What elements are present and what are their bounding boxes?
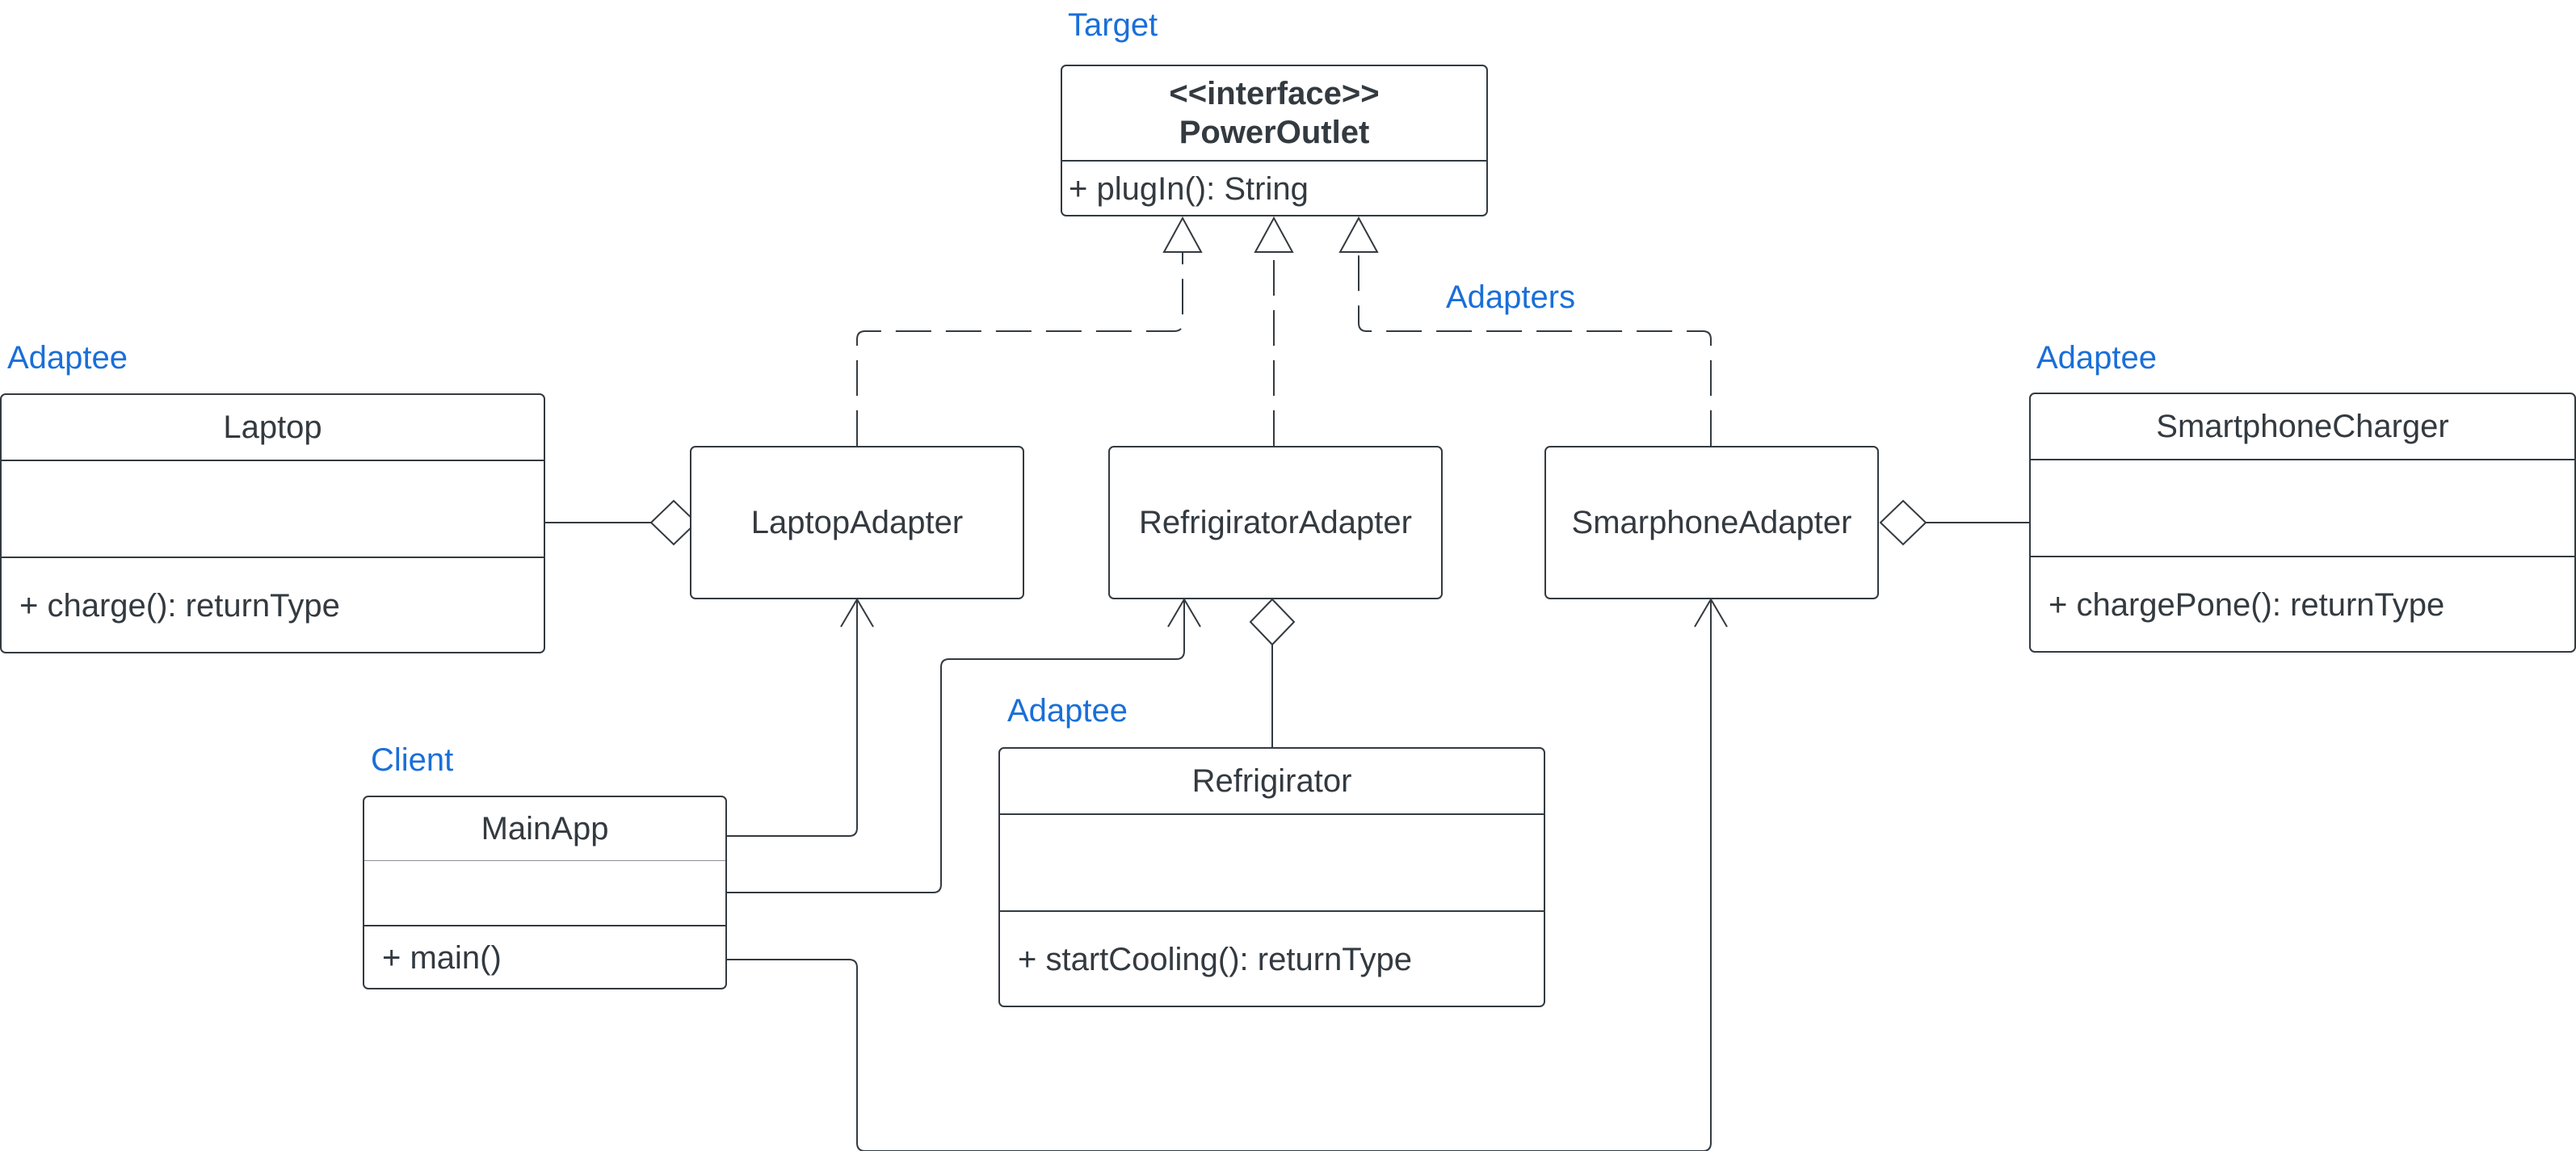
label-target: Target (1068, 7, 1158, 43)
label-adaptee-bottom: Adaptee (1007, 693, 1128, 729)
realization-arrowhead (1338, 216, 1379, 253)
association-arrowhead (1694, 598, 1728, 628)
class-header: <<interface>> PowerOutlet (1062, 66, 1486, 160)
class-header: SmartphoneCharger (2031, 394, 2574, 459)
method-startcooling: + startCooling(): returnType (1018, 941, 1412, 977)
class-attributes (2, 460, 544, 557)
class-laptopadapter[interactable]: LaptopAdapter (690, 446, 1024, 599)
class-poweroutlet[interactable]: <<interface>> PowerOutlet + plugIn(): St… (1061, 65, 1488, 216)
class-name: SmartphoneCharger (2156, 409, 2449, 444)
realization-smarphoneadapter (1358, 252, 1712, 446)
association-arrowhead (1167, 598, 1201, 628)
class-attributes (364, 860, 725, 925)
class-methods: + plugIn(): String (1062, 160, 1486, 216)
class-name: LaptopAdapter (750, 504, 964, 540)
realization-arrowhead (1162, 216, 1203, 253)
label-client: Client (371, 742, 454, 778)
class-mainapp[interactable]: MainApp + main() (363, 796, 727, 989)
association-mainapp-refrigiratoradapter (727, 599, 1185, 893)
class-smartphonecharger[interactable]: SmartphoneCharger + chargePone(): return… (2029, 393, 2576, 653)
class-methods: + chargePone(): returnType (2031, 556, 2574, 653)
class-refrigiratoradapter[interactable]: RefrigiratorAdapter (1108, 446, 1443, 599)
class-name: RefrigiratorAdapter (1139, 504, 1412, 540)
class-attributes (2031, 459, 2574, 556)
stereotype-text: <<interface>> (1169, 76, 1380, 111)
label-adaptee-left: Adaptee (7, 340, 128, 376)
class-name: MainApp (481, 811, 609, 846)
realization-lines (856, 252, 1712, 446)
class-header: Refrigirator (1000, 749, 1544, 813)
association-mainapp-smarphoneadapter (727, 599, 1712, 1151)
class-refrigirator[interactable]: Refrigirator + startCooling(): returnTyp… (998, 747, 1545, 1007)
class-name: SmarphoneAdapter (1571, 504, 1852, 540)
aggregation-diamond (1249, 598, 1296, 646)
association-arrowhead (840, 598, 874, 628)
method-charge: + charge(): returnType (19, 587, 340, 624)
class-attributes (1000, 813, 1544, 910)
association-mainapp-laptopadapter (727, 599, 858, 837)
class-header: MainApp (364, 797, 725, 860)
class-methods: + startCooling(): returnType (1000, 910, 1544, 1007)
class-smarphoneadapter[interactable]: SmarphoneAdapter (1544, 446, 1879, 599)
aggregation-diamond (1879, 499, 1927, 546)
class-header: Laptop (2, 395, 544, 460)
class-laptop[interactable]: Laptop + charge(): returnType (0, 393, 545, 653)
method-plugin: + plugIn(): String (1069, 170, 1309, 207)
class-name: Refrigirator (1191, 763, 1352, 799)
class-name: Laptop (223, 410, 322, 445)
class-methods: + main() (364, 925, 725, 989)
realization-laptopadapter (856, 252, 1183, 446)
label-adapters: Adapters (1446, 279, 1576, 315)
class-methods: + charge(): returnType (2, 557, 544, 653)
class-name: PowerOutlet (1179, 115, 1370, 150)
label-adaptee-right: Adaptee (2036, 340, 2158, 376)
method-chargepone: + chargePone(): returnType (2049, 586, 2445, 623)
realization-arrowhead (1254, 216, 1294, 253)
method-main: + main() (382, 939, 502, 976)
